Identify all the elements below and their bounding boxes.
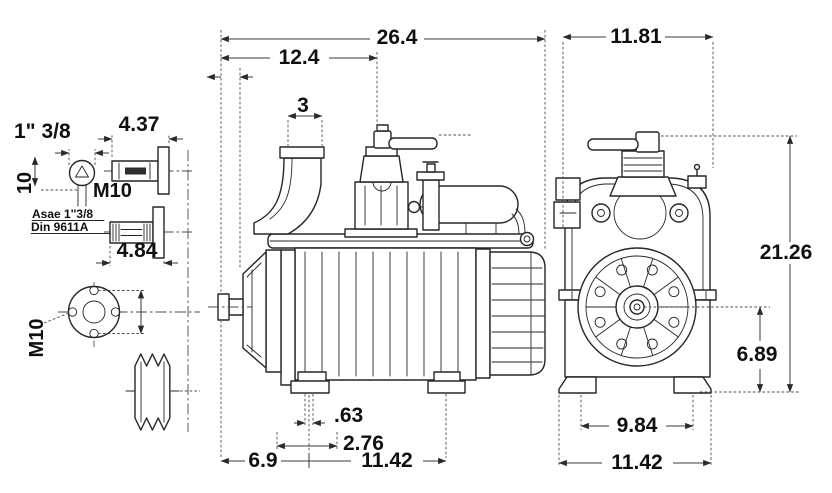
right-foot: [673, 376, 712, 394]
elbow-flange: [279, 146, 325, 159]
cooling-fins: [304, 251, 459, 377]
base-width-dim: 11.42: [611, 451, 662, 474]
spline-bore-icon: [75, 165, 89, 178]
end-plate: [475, 248, 491, 379]
valve-handle: [587, 138, 639, 151]
shaft-length-dim: 4.37: [119, 113, 160, 136]
finned-cylinder-block: [294, 247, 477, 381]
valve-body: [621, 150, 665, 178]
shaft-side-detail: 4.37: [98, 113, 192, 195]
oil-valve-fitting: [407, 161, 445, 231]
hub-flange-detail: M10: [26, 282, 200, 357]
bolt-hole-icon: [110, 307, 121, 317]
shaft-height-dim: 6.89: [737, 343, 778, 366]
bolt-ear-icon: [591, 203, 611, 223]
sight-glass-icon: [407, 200, 421, 214]
valve-cap: [635, 131, 660, 153]
pump-end-view: [553, 131, 717, 394]
shaft-end-detail: 1" 3/8 10 M10: [14, 120, 132, 207]
port-width-dim: 3: [297, 94, 309, 117]
ribbed-end-cover: [489, 251, 546, 376]
changeover-valve: [344, 124, 438, 238]
pulley-detail: [125, 353, 200, 431]
pto-standard-line1: Asae 1''3/8: [32, 207, 93, 221]
valve-neck: [609, 176, 677, 197]
shaft-offset-dim: 10: [14, 172, 36, 194]
pto-flange: [152, 206, 165, 259]
bolt-ear-icon: [669, 203, 689, 223]
bearing-housing: [242, 251, 267, 369]
shaft-flange: [157, 146, 170, 195]
front-plate: [280, 249, 296, 386]
foot-pad-width-dim: 2.76: [343, 432, 384, 455]
left-foot: [558, 376, 597, 394]
oil-tank: [419, 185, 519, 224]
slot-width-dim: .63: [334, 404, 363, 427]
end-cover-ribs: [491, 251, 545, 376]
spline-key-icon: [125, 167, 146, 175]
shaft-thread-label: M10: [93, 180, 132, 202]
hub-thread-label: M10: [26, 319, 48, 358]
valve-handle: [388, 137, 438, 150]
overall-height-dim: 21.26: [760, 241, 813, 264]
pto-shaft-detail: Asae 1''3/8 Din 9611A 4.84: [30, 206, 192, 267]
bolt-hole-icon: [67, 307, 78, 317]
overall-length-dim: 26.4: [377, 26, 418, 49]
side-fitting: [553, 201, 581, 229]
left-foot-pad: [290, 380, 330, 394]
shaft-spline-size-label: 1" 3/8: [14, 120, 71, 143]
lifting-eye-icon: [519, 231, 535, 247]
pto-standard-line2: Din 9611A: [31, 220, 89, 234]
plug-fitting: [687, 175, 707, 189]
side-fitting: [555, 177, 581, 201]
side-view-dimensions: 26.4 12.4 3 .63 2.76 6.9 11.42: [206, 26, 546, 472]
length-to-valve-dim: 12.4: [279, 46, 320, 69]
cooling-fan: [577, 247, 697, 367]
foot-spacing-dim: 11.42: [361, 449, 412, 472]
spline-teeth-icon: [112, 223, 151, 242]
bearing-plate: [265, 249, 282, 373]
pump-side-view: [208, 124, 546, 458]
foot-centers-dim: 9.84: [617, 414, 658, 437]
pto-length-dim: 4.84: [117, 239, 158, 262]
right-foot-pad: [427, 380, 466, 394]
end-view-dimensions: 11.81 21.26 6.89 9.84 11.42: [439, 25, 812, 474]
shaft-to-foot-dim: 6.9: [248, 449, 277, 472]
overall-width-dim: 11.81: [610, 25, 662, 48]
fan-bolt-circles: [594, 264, 680, 350]
